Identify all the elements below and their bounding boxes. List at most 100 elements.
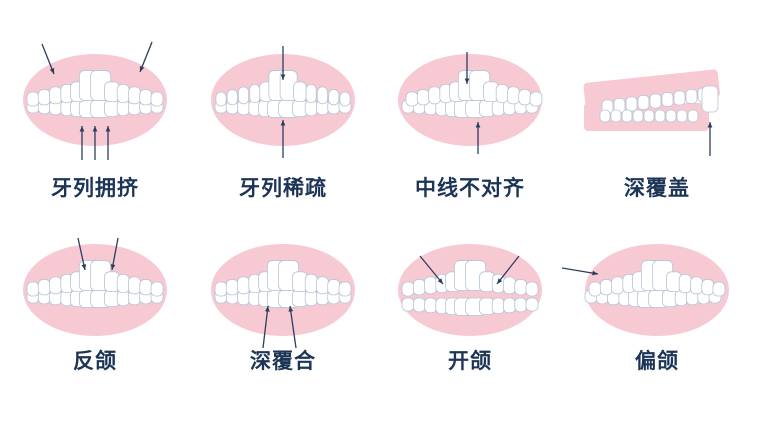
label-crossbite: 反颌 <box>73 349 117 373</box>
arrow-head <box>707 122 713 128</box>
lower-tooth <box>514 297 528 313</box>
lower-tooth <box>503 297 516 314</box>
upper-tooth <box>226 89 238 106</box>
lower-tooth <box>412 297 426 313</box>
upper-tooth <box>673 90 686 106</box>
arrow-head <box>437 278 443 284</box>
upper-tooth <box>685 89 698 104</box>
diagram-crowding: 牙列拥挤 <box>0 38 190 200</box>
upper-tooth <box>128 86 141 105</box>
upper-tooth <box>214 281 228 297</box>
lower-tooth <box>665 109 677 123</box>
arrow-head <box>280 120 286 126</box>
arrow-head <box>92 126 98 132</box>
upper-tooth <box>328 89 340 106</box>
upper-tooth <box>316 86 328 105</box>
arrow-head <box>265 306 270 312</box>
arrow <box>262 305 269 349</box>
upper-tooth <box>128 276 141 295</box>
lower-tooth <box>525 297 539 312</box>
lower-tooth <box>687 109 699 123</box>
diagram-crossbite-lateral: 偏颌 <box>562 228 752 373</box>
upper-tooth <box>701 85 719 113</box>
upper-tooth <box>139 89 153 106</box>
upper-tooth <box>416 89 430 106</box>
upper-tooth <box>37 89 51 106</box>
upper-tooth <box>150 281 164 297</box>
upper-tooth <box>237 276 250 295</box>
lower-tooth <box>491 297 505 315</box>
lower-tooth <box>610 109 622 123</box>
upper-tooth <box>428 86 441 105</box>
arrow-head <box>475 122 481 128</box>
teeth-illustration <box>23 41 167 160</box>
lower-tooth <box>654 109 666 123</box>
upper-tooth <box>690 276 703 295</box>
lower-tooth <box>632 109 644 123</box>
arrow-head <box>280 74 286 80</box>
diagram-spacing: 牙列稀疏 <box>188 38 378 200</box>
lower-tooth <box>401 297 415 312</box>
arrow-head <box>49 68 55 74</box>
teeth-illustration <box>211 46 355 158</box>
teeth-illustration <box>398 52 543 154</box>
label-open-bite: 开颌 <box>448 349 492 373</box>
upper-tooth <box>116 273 130 294</box>
teeth-illustration <box>398 244 542 336</box>
upper-tooth <box>518 89 532 106</box>
upper-tooth <box>37 279 51 296</box>
upper-tooth <box>26 281 40 297</box>
arrow-head <box>497 278 503 284</box>
upper-tooth <box>305 83 317 104</box>
arrow-head <box>105 126 111 132</box>
upper-tooth <box>150 91 164 107</box>
label-deep-bite: 深覆合 <box>250 349 316 373</box>
upper-tooth <box>507 86 520 105</box>
upper-tooth <box>116 83 130 104</box>
arrow <box>419 255 444 285</box>
upper-tooth <box>26 91 40 107</box>
diagram-open-bite: 开颌 <box>375 228 565 373</box>
arrow-head <box>464 78 470 84</box>
label-crossbite-lateral: 偏颌 <box>635 349 679 373</box>
upper-tooth <box>588 281 602 297</box>
upper-tooth <box>712 281 726 297</box>
upper-tooth <box>339 91 351 107</box>
label-midline-shift: 中线不对齐 <box>415 176 525 200</box>
label-spacing: 牙列稀疏 <box>239 176 327 200</box>
upper-tooth <box>412 279 426 296</box>
teeth-illustration <box>211 244 355 349</box>
arrow-head <box>110 264 116 270</box>
upper-tooth <box>316 276 329 295</box>
upper-tooth <box>293 81 307 103</box>
upper-tooth <box>701 279 715 296</box>
lower-tooth <box>676 109 688 123</box>
upper-tooth <box>405 91 419 107</box>
upper-tooth <box>304 273 318 294</box>
lower-tooth <box>621 109 633 123</box>
upper-tooth <box>338 281 352 297</box>
upper-tooth <box>649 93 662 109</box>
arrow <box>496 255 520 285</box>
upper-tooth <box>215 91 227 107</box>
upper-tooth <box>637 95 650 110</box>
upper-tooth <box>139 279 153 296</box>
upper-tooth <box>625 96 638 112</box>
diagram-overjet: 深覆盖 <box>562 38 752 200</box>
diagram-crossbite: 反颌 <box>0 228 190 373</box>
upper-tooth <box>599 279 613 296</box>
upper-tooth <box>503 276 516 295</box>
arrow-head <box>288 306 294 312</box>
teeth-illustration <box>23 237 167 336</box>
upper-tooth <box>249 83 261 104</box>
diagram-deep-bite: 深覆合 <box>188 228 378 373</box>
lower-tooth <box>599 109 611 123</box>
upper-tooth <box>678 273 692 294</box>
upper-tooth <box>529 91 543 107</box>
label-crowding: 牙列拥挤 <box>51 176 139 200</box>
lower-tooth <box>643 109 655 123</box>
diagram-midline-shift: 中线不对齐 <box>375 38 565 200</box>
upper-tooth <box>238 86 250 105</box>
upper-tooth <box>49 86 62 105</box>
upper-tooth <box>611 276 624 295</box>
